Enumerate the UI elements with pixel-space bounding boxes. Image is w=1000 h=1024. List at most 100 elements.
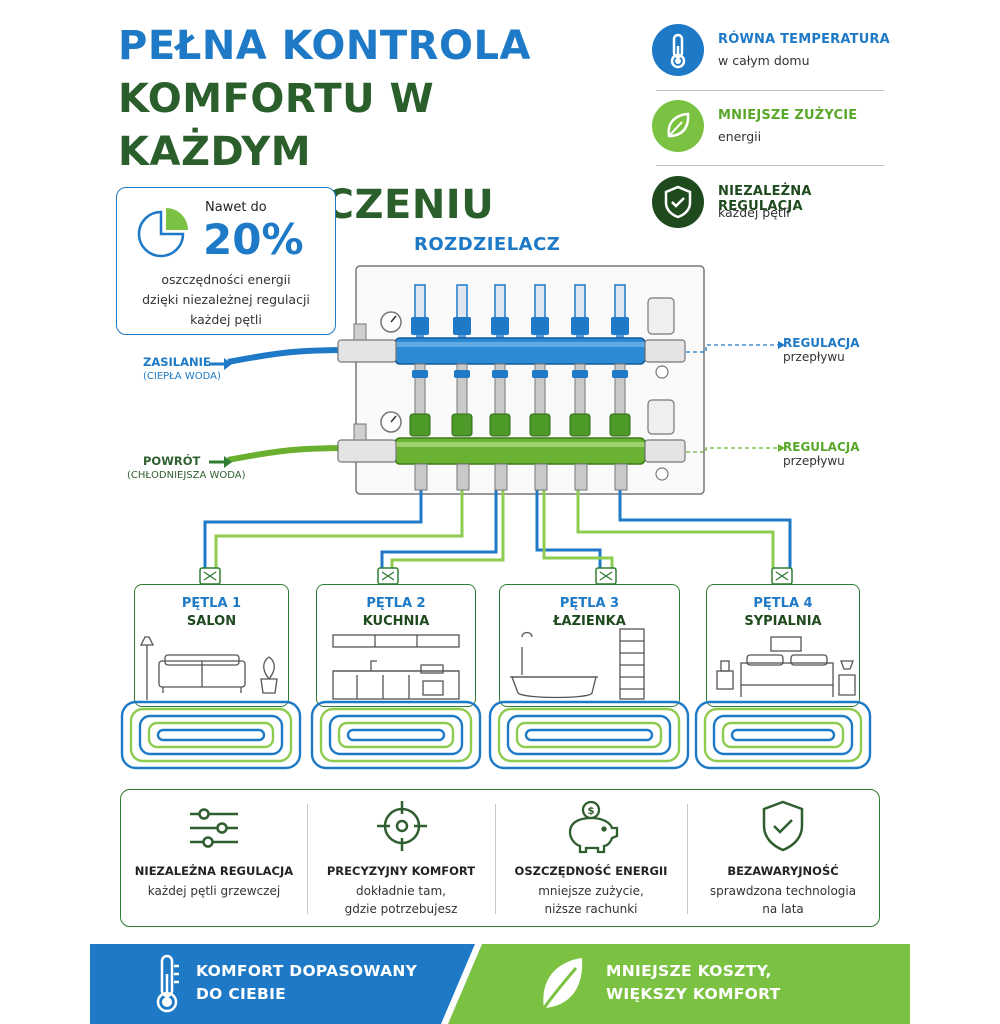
bathtub-icon [510, 628, 645, 700]
benefits-panel: NIEZALEŻNA REGULACJA każdej pętli grzewc… [120, 789, 880, 927]
banner-line: DO CIEBIE [196, 985, 287, 1003]
manifold-label: ROZDZIELACZ [414, 234, 561, 255]
heating-coils [120, 700, 872, 770]
room-title: PĘTLA 2 KUCHNIA [317, 595, 475, 631]
room-title: PĘTLA 3 ŁAZIENKA [500, 595, 679, 631]
banner-line: WIĘKSZY KOMFORT [606, 985, 781, 1003]
supply-sub: (CIEPŁA WODA) [143, 371, 221, 382]
benefit-description: dokładnie tam, gdzie potrzebujesz [308, 882, 494, 918]
loop-pipes [203, 490, 792, 568]
room-kuchnia: PĘTLA 2 KUCHNIA [316, 584, 476, 707]
return-label-group: POWRÓT (CHŁODNIEJSZA WODA) [127, 454, 246, 481]
savings-description: oszczędności energii dzięki niezależnej … [117, 270, 335, 330]
return-pipe [227, 445, 351, 463]
room-lazienka: PĘTLA 3 ŁAZIENKA [499, 584, 680, 707]
sofa-icon [139, 636, 278, 700]
savings-pre: Nawet do [205, 200, 267, 215]
thermometer-icon [652, 24, 704, 76]
benefit-description: każdej pętli grzewczej [121, 882, 307, 900]
title-line-1: PEŁNA KONTROLA [118, 23, 531, 69]
sliders-icon [190, 808, 238, 848]
room-name: SALON [186, 614, 237, 629]
target-icon [377, 801, 427, 851]
benefit-line: mniejsze zużycie, [538, 884, 644, 898]
regulation-bottom: REGULACJA przepływu [783, 440, 860, 468]
benefit-title: BEZAWARYJNOŚĆ [727, 864, 839, 878]
room-title: PĘTLA 4 SYPIALNIA [707, 595, 859, 631]
feature-subtitle: w całym domu [718, 53, 810, 68]
savings-line: każdej pętli [190, 312, 262, 327]
feature-subtitle: każdej pętli [718, 205, 790, 220]
shield-check-icon [652, 176, 704, 228]
regulation-label: REGULACJA [783, 336, 860, 350]
savings-value: 20% [203, 215, 304, 264]
room-salon: PĘTLA 1 SALON [134, 584, 289, 707]
benefit-line: każdej pętli grzewczej [147, 884, 281, 898]
benefit-line: dokładnie tam, [356, 884, 446, 898]
room-name: ŁAZIENKA [553, 614, 626, 629]
benefit-line: gdzie potrzebujesz [344, 902, 458, 916]
feature-divider [656, 165, 884, 166]
pie-chart-icon [137, 208, 188, 258]
bed-icon [716, 636, 856, 697]
room-name: SYPIALNIA [744, 614, 822, 629]
benefit-description: mniejsze zużycie, niższe rachunki [496, 882, 686, 918]
savings-line: dzięki niezależnej regulacji [142, 292, 310, 307]
supply-pipe [227, 347, 351, 365]
benefit-description: sprawdzona technologia na lata [688, 882, 878, 918]
benefit-line: na lata [762, 902, 804, 916]
benefit-reliability: BEZAWARYJNOŚĆ sprawdzona technologia na … [688, 790, 878, 928]
room-title: PĘTLA 1 SALON [135, 595, 288, 631]
banner-right-text: MNIEJSZE KOSZTY, WIĘKSZY KOMFORT [606, 960, 780, 1006]
benefit-title: PRECYZYJNY KOMFORT [326, 864, 476, 878]
room-loop: PĘTLA 2 [366, 596, 426, 611]
kitchen-icon [332, 634, 460, 700]
feature-independent-regulation: NIEZALEŻNA REGULACJA każdej pętli [652, 172, 892, 234]
regulation-top: REGULACJA przepływu [783, 336, 860, 364]
svg-text:$: $ [588, 806, 595, 817]
savings-box: Nawet do 20% oszczędności energii dzięki… [116, 187, 336, 335]
feature-title: RÓWNA TEMPERATURA [718, 32, 890, 47]
piggy-bank-icon: $ [568, 800, 619, 854]
banner-left-text: KOMFORT DOPASOWANY DO CIEBIE [196, 960, 417, 1006]
benefit-title: NIEZALEŻNA REGULACJA [134, 864, 294, 878]
room-loop: PĘTLA 1 [181, 596, 242, 611]
room-sypialnia: PĘTLA 4 SYPIALNIA [706, 584, 860, 707]
benefit-divider [687, 804, 688, 914]
room-name: KUCHNIA [362, 614, 430, 629]
bottom-banner: KOMFORT DOPASOWANY DO CIEBIE MNIEJSZE KO… [90, 944, 910, 1024]
feature-title: NIEZALEŻNA REGULACJA [718, 184, 812, 214]
benefit-comfort: PRECYZYJNY KOMFORT dokładnie tam, gdzie … [308, 790, 494, 928]
benefit-divider [307, 804, 308, 914]
feature-divider [656, 90, 884, 91]
feature-equal-temperature: RÓWNA TEMPERATURA w całym domu [652, 20, 892, 82]
benefit-divider [495, 804, 496, 914]
benefit-line: niższe rachunki [544, 902, 638, 916]
regulation-label: REGULACJA [783, 440, 860, 454]
feature-lower-usage: MNIEJSZE ZUŻYCIE energii [652, 96, 892, 158]
banner-line: MNIEJSZE KOSZTY, [606, 962, 772, 980]
benefit-savings: $ OSZCZĘDNOŚĆ ENERGII mniejsze zużycie, … [496, 790, 686, 928]
savings-line: oszczędności energii [161, 272, 291, 287]
shield-check-icon [762, 800, 804, 852]
feature-title: MNIEJSZE ZUŻYCIE [718, 108, 858, 123]
benefit-title: OSZCZĘDNOŚĆ ENERGII [514, 864, 668, 878]
leaf-icon [542, 958, 583, 1009]
feature-subtitle: energii [718, 129, 762, 144]
banner-line: KOMFORT DOPASOWANY [196, 962, 418, 980]
supply-label: ZASILANIE [143, 355, 211, 369]
benefit-regulation: NIEZALEŻNA REGULACJA każdej pętli grzewc… [121, 790, 307, 928]
thermometer-icon [156, 954, 179, 1013]
return-sub: (CHŁODNIEJSZA WODA) [127, 470, 246, 481]
benefit-line: sprawdzona technologia [709, 884, 857, 898]
flowmeters [411, 284, 629, 343]
leaf-icon [652, 100, 704, 152]
supply-label-group: ZASILANIE (CIEPŁA WODA) [143, 355, 221, 382]
title-line-2: KOMFORTU W KAŻDYM [118, 76, 435, 175]
room-loop: PĘTLA 4 [753, 596, 813, 611]
regulation-sub: przepływu [783, 350, 845, 364]
regulation-sub: przepływu [783, 454, 845, 468]
manifold-diagram [199, 265, 793, 585]
room-loop: PĘTLA 3 [559, 596, 620, 611]
return-label: POWRÓT [143, 454, 201, 468]
